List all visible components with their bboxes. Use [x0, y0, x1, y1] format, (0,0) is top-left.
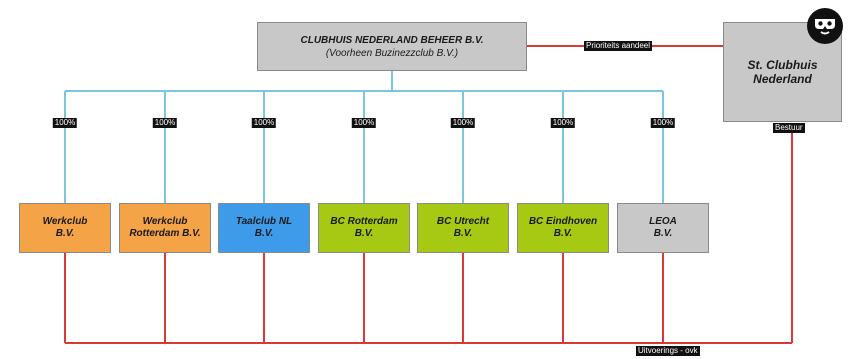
subsidiary-box-bc-rotterdam: BC Rotterdam B.V. [318, 203, 410, 253]
stichting-name-line2: Nederland [753, 72, 812, 86]
parent-company-box: CLUBHUIS NEDERLAND BEHEER B.V. (Voorheen… [257, 22, 527, 71]
prioriteits-aandeel-label: Prioriteits aandeel [584, 41, 653, 51]
subsidiary-name-line1: Taalclub NL [235, 216, 293, 227]
subsidiary-name-line1: BC Rotterdam [330, 216, 398, 227]
subsidiary-box-bc-utrecht: BC Utrecht B.V. [417, 203, 509, 253]
ownership-pct-label: 100% [550, 118, 576, 128]
ownership-pct-label: 100% [450, 118, 476, 128]
subsidiary-name-line1: BC Eindhoven [528, 216, 598, 227]
subsidiary-box-werkclub: Werkclub B.V. [19, 203, 111, 253]
subsidiary-box-taalclub-nl: Taalclub NL B.V. [218, 203, 310, 253]
subsidiary-name-line1: BC Utrecht [436, 216, 490, 227]
subsidiary-name-line1: Werkclub [142, 216, 188, 227]
subsidiary-name-line2: B.V. [55, 228, 75, 239]
ownership-pct-label: 100% [152, 118, 178, 128]
ownership-pct-label: 100% [251, 118, 277, 128]
ownership-lines [64, 71, 664, 203]
parent-company-name: CLUBHUIS NEDERLAND BEHEER B.V. [300, 34, 484, 46]
mask-icon [807, 8, 843, 44]
subsidiary-box-werkclub-rotterdam: Werkclub Rotterdam B.V. [119, 203, 211, 253]
subsidiary-name-line1: LEOA [649, 216, 677, 227]
subsidiary-name-line2: B.V. [553, 228, 573, 239]
subsidiary-name-line1: Werkclub [42, 216, 88, 227]
subsidiary-name-line2: B.V. [453, 228, 473, 239]
subsidiary-name-line2: B.V. [254, 228, 274, 239]
ownership-pct-label: 100% [650, 118, 676, 128]
ownership-pct-label: 100% [52, 118, 78, 128]
bestuur-label: Bestuur [773, 123, 805, 133]
stichting-name-line1: St. Clubhuis [747, 58, 818, 72]
parent-company-subtitle: (Voorheen Buzinezzclub B.V.) [325, 47, 459, 59]
subsidiary-box-bc-eindhoven: BC Eindhoven B.V. [517, 203, 609, 253]
subsidiary-box-leoa: LEOA B.V. [617, 203, 709, 253]
ownership-pct-label: 100% [351, 118, 377, 128]
subsidiary-name-line2: Rotterdam B.V. [129, 228, 201, 239]
subsidiary-name-line2: B.V. [354, 228, 374, 239]
uitvoerings-ovk-label: Uitvoerings - ovk [636, 346, 700, 356]
control-lines [64, 45, 793, 344]
subsidiary-name-line2: B.V. [653, 228, 673, 239]
